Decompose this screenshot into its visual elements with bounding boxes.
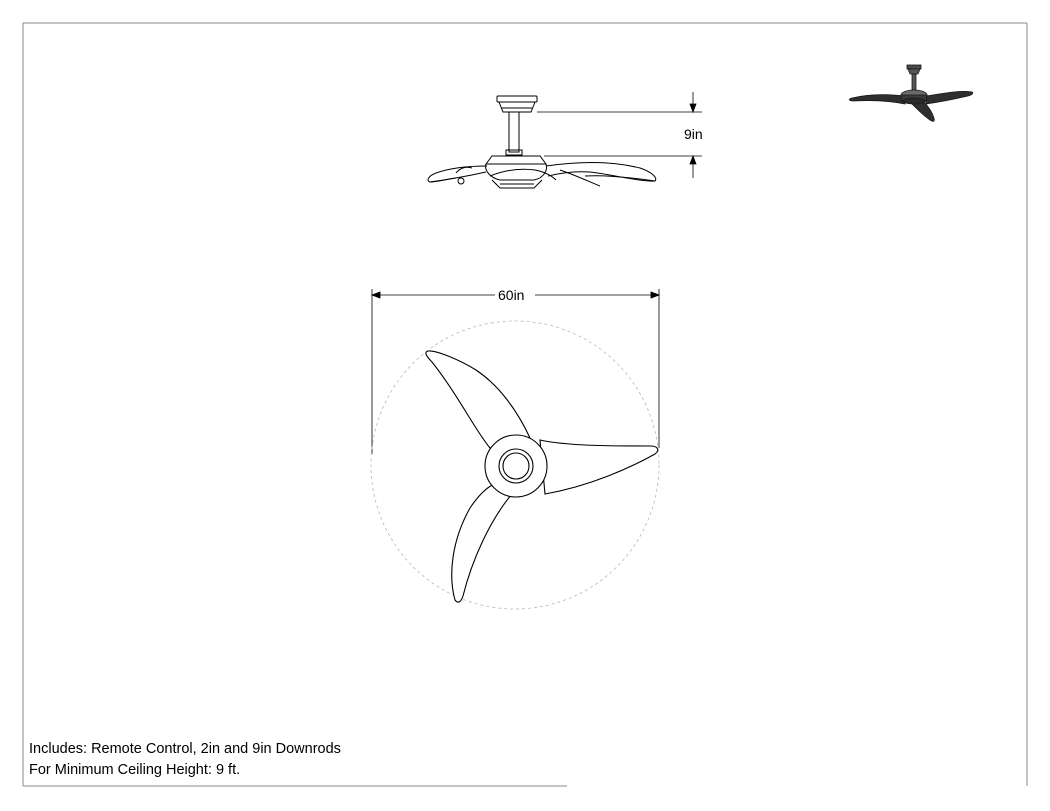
height-dimension bbox=[537, 92, 702, 178]
blade-sweep-circle bbox=[370, 320, 660, 610]
height-dimension-label: 9in bbox=[684, 126, 703, 142]
includes-note: Includes: Remote Control, 2in and 9in Do… bbox=[29, 741, 341, 757]
min-ceiling-note: For Minimum Ceiling Height: 9 ft. bbox=[29, 762, 241, 778]
spec-notes: Includes: Remote Control, 2in and 9in Do… bbox=[29, 739, 341, 781]
fan-top-view bbox=[425, 350, 659, 603]
motor-hub-inner bbox=[498, 448, 534, 484]
drawing-frame bbox=[22, 22, 1028, 787]
span-dimension bbox=[370, 289, 661, 454]
fan-side-view bbox=[427, 95, 657, 189]
fan-thumbnail bbox=[849, 64, 974, 122]
span-dimension-label: 60in bbox=[498, 287, 524, 303]
